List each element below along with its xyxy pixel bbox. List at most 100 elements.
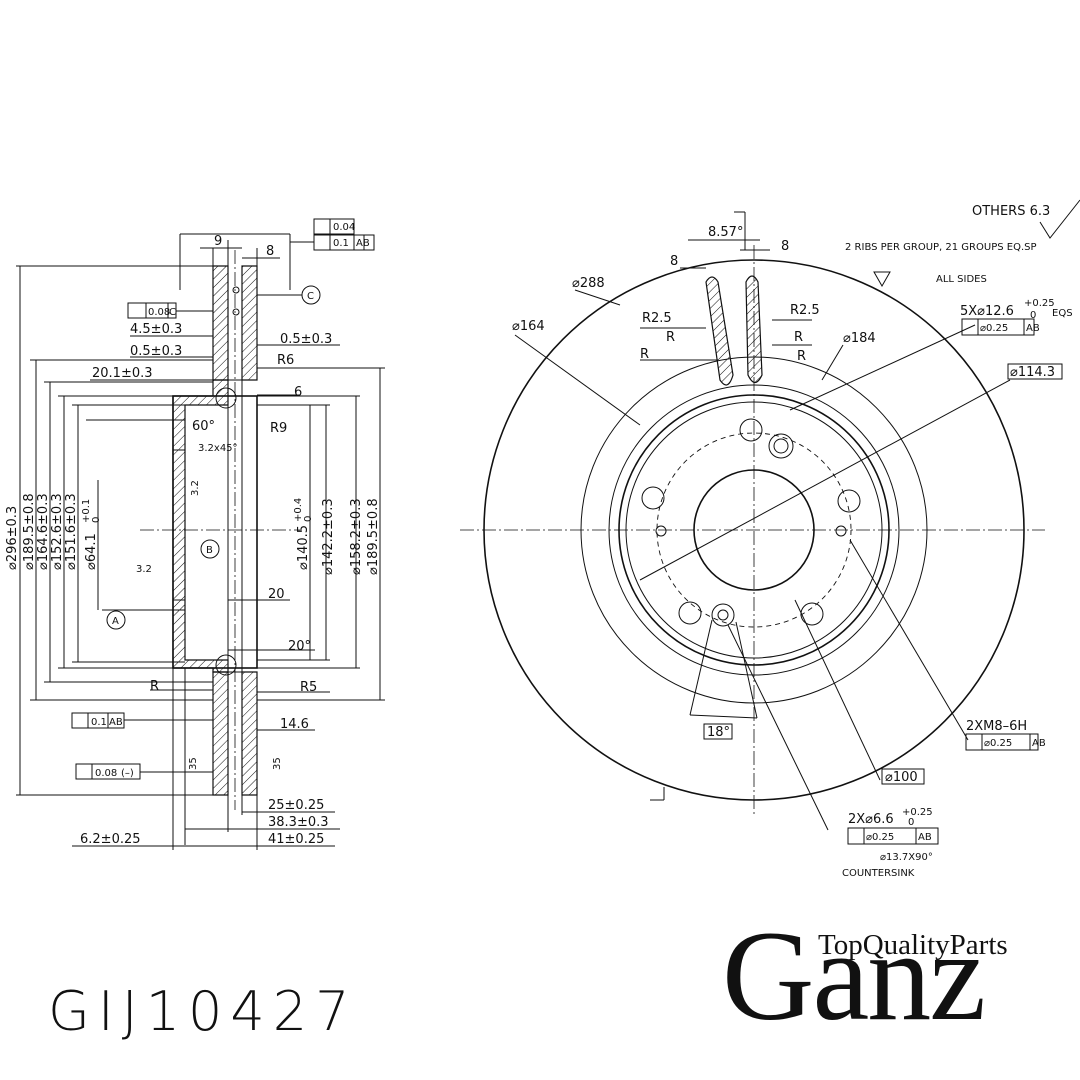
holes-5x-suffix: EQS (1052, 308, 1073, 319)
dim-dia-164-6: ⌀164.6±0.3 (36, 493, 51, 570)
parallel-value: 0.08 (148, 307, 170, 318)
holes-2x-label: 2X⌀6.6 (848, 812, 894, 827)
runout-value: 0.1 (333, 238, 349, 249)
dim-r-left-1: R (666, 330, 675, 345)
holes-2x-countersink: ⌀13.7X90° (880, 852, 933, 863)
dim-dia-64-1: ⌀64.1 (84, 533, 99, 570)
dim-20deg: 20° (288, 639, 311, 654)
dim-r-right-2: R (797, 349, 806, 364)
dim-dia-114-3: ⌀114.3 (1010, 365, 1055, 380)
all-sides-note: ALL SIDES (936, 274, 987, 285)
dim-8-left: 8 (670, 254, 678, 269)
datum-b: B (206, 545, 213, 556)
tol-140-upper: +0.4 (293, 498, 304, 522)
dim-r2-5-right: R2.5 (790, 303, 820, 318)
dim-14-6: 14.6 (280, 717, 309, 732)
dim-r9: R9 (270, 421, 287, 436)
dim-25: 25±0.25 (268, 798, 324, 813)
dim-dia-152-6: ⌀152.6±0.3 (50, 493, 65, 570)
roughness-3-2-a: 3.2 (190, 480, 201, 496)
holes-5x-pos: ⌀0.25 (980, 323, 1008, 334)
runout-datum: AB (356, 238, 370, 249)
dim-18deg: 18° (707, 725, 730, 740)
dim-r6: R6 (277, 353, 294, 368)
section-view (16, 218, 385, 850)
dim-dia-164: ⌀164 (512, 319, 545, 334)
pcd-circle (656, 432, 852, 628)
thread-pos: ⌀0.25 (984, 738, 1012, 749)
dim-6: 6 (294, 385, 302, 400)
dim-dia-140-5: ⌀140.5 (296, 525, 311, 570)
dim-r5: R5 (300, 680, 317, 695)
holes-2x-datum: AB (918, 832, 932, 843)
dim-dia-288: ⌀288 (572, 276, 605, 291)
dim-dia-142-2: ⌀142.2±0.3 (321, 498, 336, 575)
dim-8-57deg: 8.57° (708, 225, 743, 240)
roughness-3-2-b: 3.2 (136, 564, 152, 575)
datum-c: C (307, 291, 314, 302)
flatness-bottom-note: (–) (121, 768, 134, 779)
dim-dia-158-2: ⌀158.2±0.3 (349, 498, 364, 575)
dim-20: 20 (268, 587, 285, 602)
holes-5x-datum: AB (1026, 323, 1040, 334)
roughness-35-right: 35 (272, 757, 283, 770)
outer-rim (483, 259, 1025, 801)
dim-0-5-left: 0.5±0.3 (130, 344, 182, 359)
bolt-hole (739, 418, 763, 442)
thread-label: 2XM8–6H (966, 719, 1027, 734)
holes-2x-note: COUNTERSINK (842, 868, 915, 879)
datum-a: A (112, 616, 119, 627)
front-dimensions: OTHERS 6.3 2 RIBS PER GROUP, 21 GROUPS E… (512, 204, 1073, 879)
tol-140-lower: 0 (303, 516, 314, 522)
holes-5x-label: 5X⌀12.6 (960, 304, 1014, 319)
dim-41: 41±0.25 (268, 832, 324, 847)
holes-2x-upper: +0.25 (902, 807, 933, 818)
flatness-value: 0.04 (333, 222, 355, 233)
bolt-hole (678, 601, 702, 625)
dim-dia-184: ⌀184 (843, 331, 876, 346)
bolt-hole (837, 489, 861, 513)
section-dimensions: 0.04 0.1 AB C 9 8 0.08 C 4.5±0.3 0.5±0.3… (5, 222, 381, 847)
dim-dia-189-5-left: ⌀189.5±0.8 (22, 493, 37, 570)
center-bore (693, 469, 815, 591)
runout-bottom-datum: AB (109, 717, 123, 728)
holes-2x-pos: ⌀0.25 (866, 832, 894, 843)
bolt-hole (800, 602, 824, 626)
bolt-hole (641, 486, 665, 510)
dim-9: 9 (214, 234, 222, 249)
dim-8-right: 8 (781, 239, 789, 254)
ribs-note: 2 RIBS PER GROUP, 21 GROUPS EQ.SP (845, 242, 1037, 253)
holes-5x-lower: 0 (1030, 310, 1036, 321)
dim-dia-296: ⌀296±0.3 (5, 506, 20, 570)
tol-64-upper: +0.1 (81, 499, 92, 523)
brand-logo-name: Ganz (722, 905, 986, 1047)
flatness-bottom-value: 0.08 (95, 768, 117, 779)
holes-2x-lower: 0 (908, 817, 914, 828)
dim-dia-100: ⌀100 (885, 770, 918, 785)
dim-20-1: 20.1±0.3 (92, 366, 153, 381)
thread-datum: AB (1032, 738, 1046, 749)
dim-r2-5-left: R2.5 (642, 311, 672, 326)
dim-60deg: 60° (192, 419, 215, 434)
parallel-datum: C (169, 307, 176, 318)
dim-6-2: 6.2±0.25 (80, 832, 141, 847)
runout-bottom-value: 0.1 (91, 717, 107, 728)
dim-38-3: 38.3±0.3 (268, 815, 329, 830)
dim-r-left-2: R (640, 347, 649, 362)
holes-5x-upper: +0.25 (1024, 298, 1055, 309)
dim-dia-151-6: ⌀151.6±0.3 (64, 493, 79, 570)
tol-64-lower: 0 (91, 517, 102, 523)
dim-chamfer: 3.2x45° (198, 443, 238, 454)
part-number: GIJ10427 (48, 980, 358, 1043)
front-view (460, 199, 1080, 845)
dim-r-right-1: R (794, 330, 803, 345)
dim-0-5-right: 0.5±0.3 (280, 332, 332, 347)
brand-logo-tagline: TopQualityParts (818, 929, 1008, 961)
others-note: OTHERS 6.3 (972, 204, 1050, 219)
roughness-35-left: 35 (188, 757, 199, 770)
dim-4-5: 4.5±0.3 (130, 322, 182, 337)
dim-8: 8 (266, 244, 274, 259)
dim-dia-189-5-right: ⌀189.5±0.8 (366, 498, 381, 575)
dim-r: R (150, 679, 159, 694)
